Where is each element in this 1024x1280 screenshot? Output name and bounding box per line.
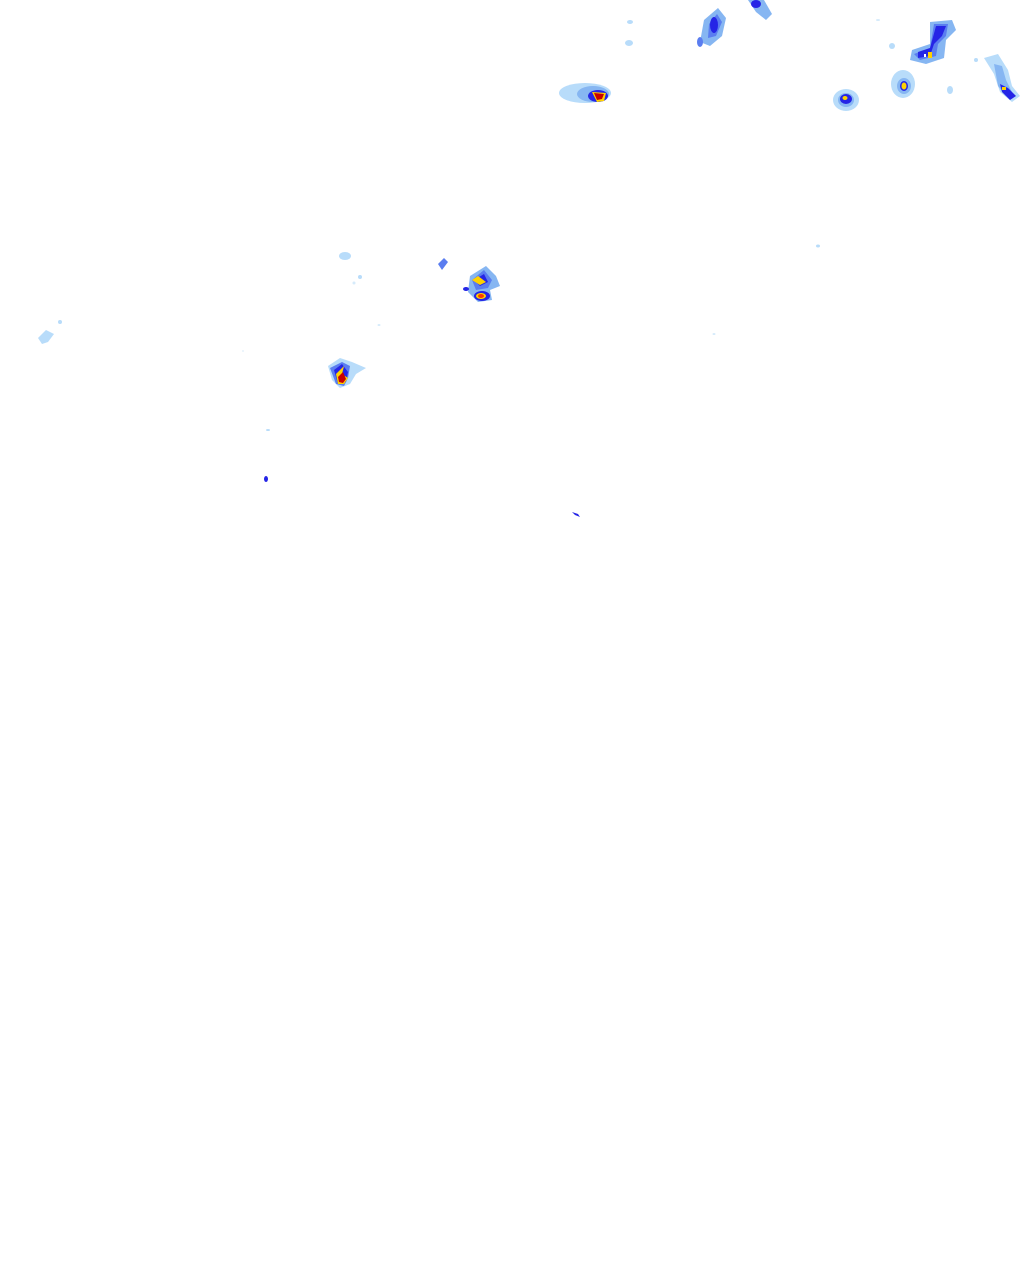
- precip-speck: [242, 350, 580, 517]
- precip-cell: [984, 54, 1020, 102]
- precip-cell: [833, 89, 859, 111]
- precip-cell: [697, 8, 726, 47]
- precip-cell: [748, 0, 772, 20]
- precip-cell: [891, 70, 915, 98]
- precip-speck: [876, 19, 978, 94]
- precip-cell: [910, 20, 956, 64]
- precip-cell: [328, 358, 366, 388]
- precip-speck: [625, 20, 633, 46]
- precip-cell: [559, 83, 611, 103]
- precip-speck: [38, 320, 62, 344]
- precip-cell: [463, 266, 500, 302]
- precip-speck: [339, 244, 820, 335]
